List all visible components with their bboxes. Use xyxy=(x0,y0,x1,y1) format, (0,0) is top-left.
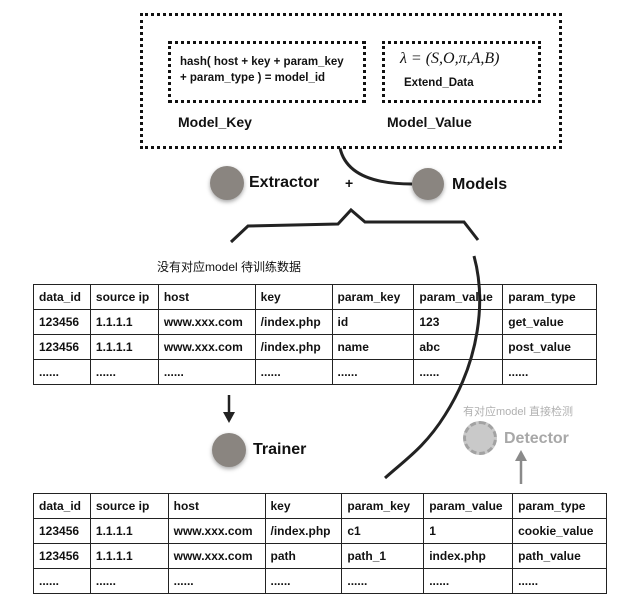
table-cell: 123456 xyxy=(33,543,91,569)
table-cell: /index.php xyxy=(254,309,333,335)
table-cell: c1 xyxy=(341,518,425,544)
trainer-arrow xyxy=(223,395,235,423)
model-value-box xyxy=(382,41,541,103)
model-key-label: Model_Key xyxy=(178,114,252,130)
detector-label: Detector xyxy=(504,430,569,447)
table-cell: ...... xyxy=(254,359,333,385)
detector-arrow xyxy=(515,450,527,484)
table-cell: abc xyxy=(413,334,504,360)
column-header: source ip xyxy=(89,284,159,310)
plus-sign: + xyxy=(345,175,354,191)
trainer-node-icon xyxy=(212,433,246,467)
column-header: data_id xyxy=(33,493,91,519)
table-cell: name xyxy=(331,334,415,360)
table-cell: get_value xyxy=(502,309,597,335)
table-cell: path_value xyxy=(512,543,607,569)
extractor-label: Extractor xyxy=(249,174,320,191)
table-cell: www.xxx.com xyxy=(167,518,266,544)
column-header: source ip xyxy=(89,493,169,519)
table-cell: www.xxx.com xyxy=(157,309,256,335)
table-cell: 1 xyxy=(423,518,514,544)
table-cell: ...... xyxy=(89,359,159,385)
table-cell: 123456 xyxy=(33,309,91,335)
models-connector-curve xyxy=(338,147,413,186)
table-cell: www.xxx.com xyxy=(167,543,266,569)
table-cell: ...... xyxy=(167,568,266,594)
table-cell: ...... xyxy=(423,568,514,594)
model-key-formula-line1: hash( host + key + param_key xyxy=(180,56,344,68)
table-cell: post_value xyxy=(502,334,597,360)
model-container xyxy=(140,13,562,149)
table-cell: 1.1.1.1 xyxy=(89,334,159,360)
column-header: key xyxy=(264,493,343,519)
model-key-box xyxy=(168,41,366,103)
model-value-formula: λ = (S,O,π,A,B) xyxy=(400,50,500,67)
table-cell: cookie_value xyxy=(512,518,607,544)
brace xyxy=(229,207,480,244)
table-cell: 123456 xyxy=(33,334,91,360)
table-cell: ...... xyxy=(157,359,256,385)
detector-node-icon xyxy=(463,421,497,455)
table-cell: ...... xyxy=(33,359,91,385)
model-key-formula-line2: + param_type ) = model_id xyxy=(180,72,326,84)
table-row: ........................................… xyxy=(33,359,597,385)
column-header: key xyxy=(254,284,333,310)
extractor-node-icon xyxy=(210,166,244,200)
detect-caption: 有对应model 直接检测 xyxy=(463,406,574,418)
table-cell: ...... xyxy=(331,359,415,385)
table-cell: index.php xyxy=(423,543,514,569)
table-cell: 123 xyxy=(413,309,504,335)
table-cell: ...... xyxy=(413,359,504,385)
table-cell: path_1 xyxy=(341,543,425,569)
table-cell: ...... xyxy=(89,568,169,594)
table-cell: www.xxx.com xyxy=(157,334,256,360)
column-header: host xyxy=(167,493,266,519)
table-cell: /index.php xyxy=(254,334,333,360)
column-header: param_value xyxy=(413,284,504,310)
models-label: Models xyxy=(452,176,508,193)
table-cell: ...... xyxy=(341,568,425,594)
table-cell: path xyxy=(264,543,343,569)
model-value-label: Model_Value xyxy=(387,114,472,130)
table-cell: /index.php xyxy=(264,518,343,544)
column-header: host xyxy=(157,284,256,310)
table-cell: ...... xyxy=(33,568,91,594)
column-header: param_key xyxy=(341,493,425,519)
models-node-icon xyxy=(412,168,444,200)
training-caption: 没有对应model 待训练数据 xyxy=(157,260,302,274)
table-cell: 1.1.1.1 xyxy=(89,518,169,544)
column-header: param_key xyxy=(331,284,415,310)
table-cell: ...... xyxy=(512,568,607,594)
trainer-label: Trainer xyxy=(253,441,307,458)
column-header: param_value xyxy=(423,493,514,519)
table-cell: 1.1.1.1 xyxy=(89,543,169,569)
table-row: ........................................… xyxy=(33,568,607,594)
column-header: param_type xyxy=(512,493,607,519)
table-cell: id xyxy=(331,309,415,335)
column-header: data_id xyxy=(33,284,91,310)
column-header: param_type xyxy=(502,284,597,310)
table-cell: ...... xyxy=(264,568,343,594)
table-cell: 123456 xyxy=(33,518,91,544)
table-cell: 1.1.1.1 xyxy=(89,309,159,335)
table-cell: ...... xyxy=(502,359,597,385)
model-value-extend-data: Extend_Data xyxy=(404,77,474,89)
